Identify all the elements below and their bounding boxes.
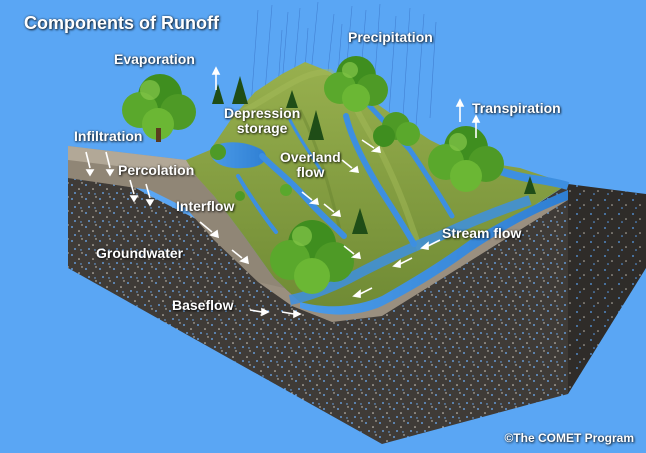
label-stream-flow: Stream flow: [442, 225, 522, 241]
label-depression-storage: Depression storage: [224, 106, 300, 135]
label-transpiration: Transpiration: [472, 100, 561, 116]
soil-upper-band: [68, 146, 196, 176]
label-infiltration: Infiltration: [74, 128, 143, 144]
groundwater-block-front: [68, 150, 568, 444]
label-evaporation: Evaporation: [114, 51, 195, 67]
block-right-face: [568, 184, 646, 394]
label-overland-flow-line2: flow: [296, 163, 325, 180]
label-precipitation: Precipitation: [348, 29, 433, 45]
overland-flow-rivulets: [236, 93, 455, 247]
label-percolation: Percolation: [118, 162, 195, 178]
label-depression-storage-line2: storage: [236, 119, 288, 136]
land-surface: [68, 62, 568, 312]
label-depression-storage-line1: Depression: [224, 105, 301, 121]
bushes: [210, 144, 292, 201]
tree-right-cluster: [428, 126, 504, 192]
label-baseflow: Baseflow: [172, 297, 234, 313]
tree-top-right: [324, 56, 388, 112]
tree-bottom-center: [270, 220, 354, 294]
label-groundwater: Groundwater: [96, 245, 184, 261]
stream-channel: [300, 190, 568, 315]
credit-text: ©The COMET Program: [504, 431, 634, 446]
label-interflow: Interflow: [176, 198, 235, 214]
conifer-trees: [212, 76, 536, 234]
flow-arrows: [85, 66, 481, 319]
tree-mid-right: [373, 112, 420, 147]
label-overland-flow-line1: Overland: [280, 149, 341, 165]
diagram-title: Components of Runoff: [24, 13, 219, 33]
soil-layer: [68, 146, 568, 322]
tree-left-cluster: [122, 74, 196, 142]
label-overland-flow: Overland flow: [280, 150, 341, 179]
